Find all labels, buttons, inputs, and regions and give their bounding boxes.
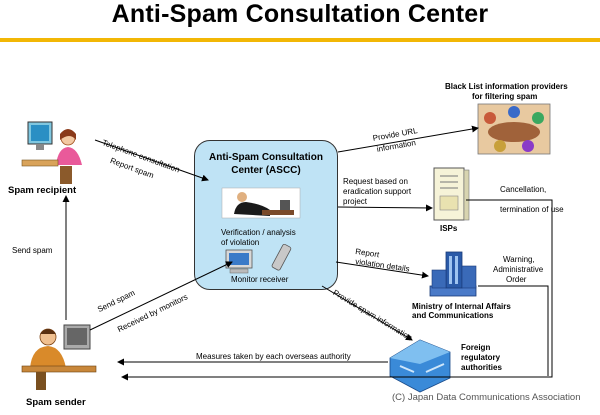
edge-label-warning-line3: Order [506,275,527,284]
foreign-label-line3: authorities [461,363,502,372]
ascc-operator-figure [221,187,301,219]
edge-ascc-to-blacklist [337,125,479,153]
edge-isps-return [121,199,553,381]
spam-sender-label: Spam sender [26,397,86,408]
blacklist-label-line2: for filtering spam [472,92,538,101]
spam-sender-figure [21,324,97,390]
spam-recipient-figure [21,121,82,184]
monitor-receiver-icon [225,243,292,274]
edge-ministry-return [478,285,549,376]
page-title: Anti-Spam Consultation Center [111,0,489,28]
spam-recipient-label: Spam recipient [8,185,77,196]
edge-sender-to-ascc [89,261,233,331]
copyright-footer: (C) Japan Data Communications Associatio… [392,392,581,403]
edge-label-cancellation: Cancellation, [500,185,547,194]
edge-label-request-line3: project [343,197,368,206]
edge-label-termination: termination of use [500,205,564,214]
blacklist-meeting-picture [477,103,551,155]
edge-label-measures: Measures taken by each overseas authorit… [196,352,351,361]
edge-ascc-to-isps [337,204,433,212]
ministry-building-icon [429,251,477,297]
edge-ascc-to-foreign [321,285,413,341]
ministry-label-line2: and Communications [412,311,494,320]
edge-label-send-spam-left: Send spam [12,246,53,255]
foreign-label-line1: Foreign [461,343,491,352]
edge-ascc-to-ministry [335,261,429,279]
monitor-receiver-label: Monitor receiver [231,275,289,284]
edge-label-request-line1: Request based on [343,177,408,186]
blacklist-label-line1: Black List information providers [445,82,568,91]
isps-label: ISPs [440,224,458,233]
edge-label-warning-line2: Administrative [493,265,544,274]
isp-server-icon [433,167,470,221]
edge-label-request-line2: eradication support [343,187,412,196]
edge-recipient-to-ascc [94,139,209,182]
verification-line2: of violation [221,238,260,247]
title-underline [0,38,600,42]
foreign-label-line2: regulatory [461,353,501,362]
foreign-authority-building-icon [389,339,451,393]
ascc-title: Anti-Spam Consultation Center (ASCC) [200,151,332,177]
ascc-title-line1: Anti-Spam Consultation [209,152,323,163]
ascc-title-line2: Center (ASCC) [231,165,301,176]
verification-line1: Verification / analysis [221,228,296,237]
ministry-label-line1: Ministry of Internal Affairs [412,302,511,311]
edge-label-warning-line1: Warning, [503,255,535,264]
